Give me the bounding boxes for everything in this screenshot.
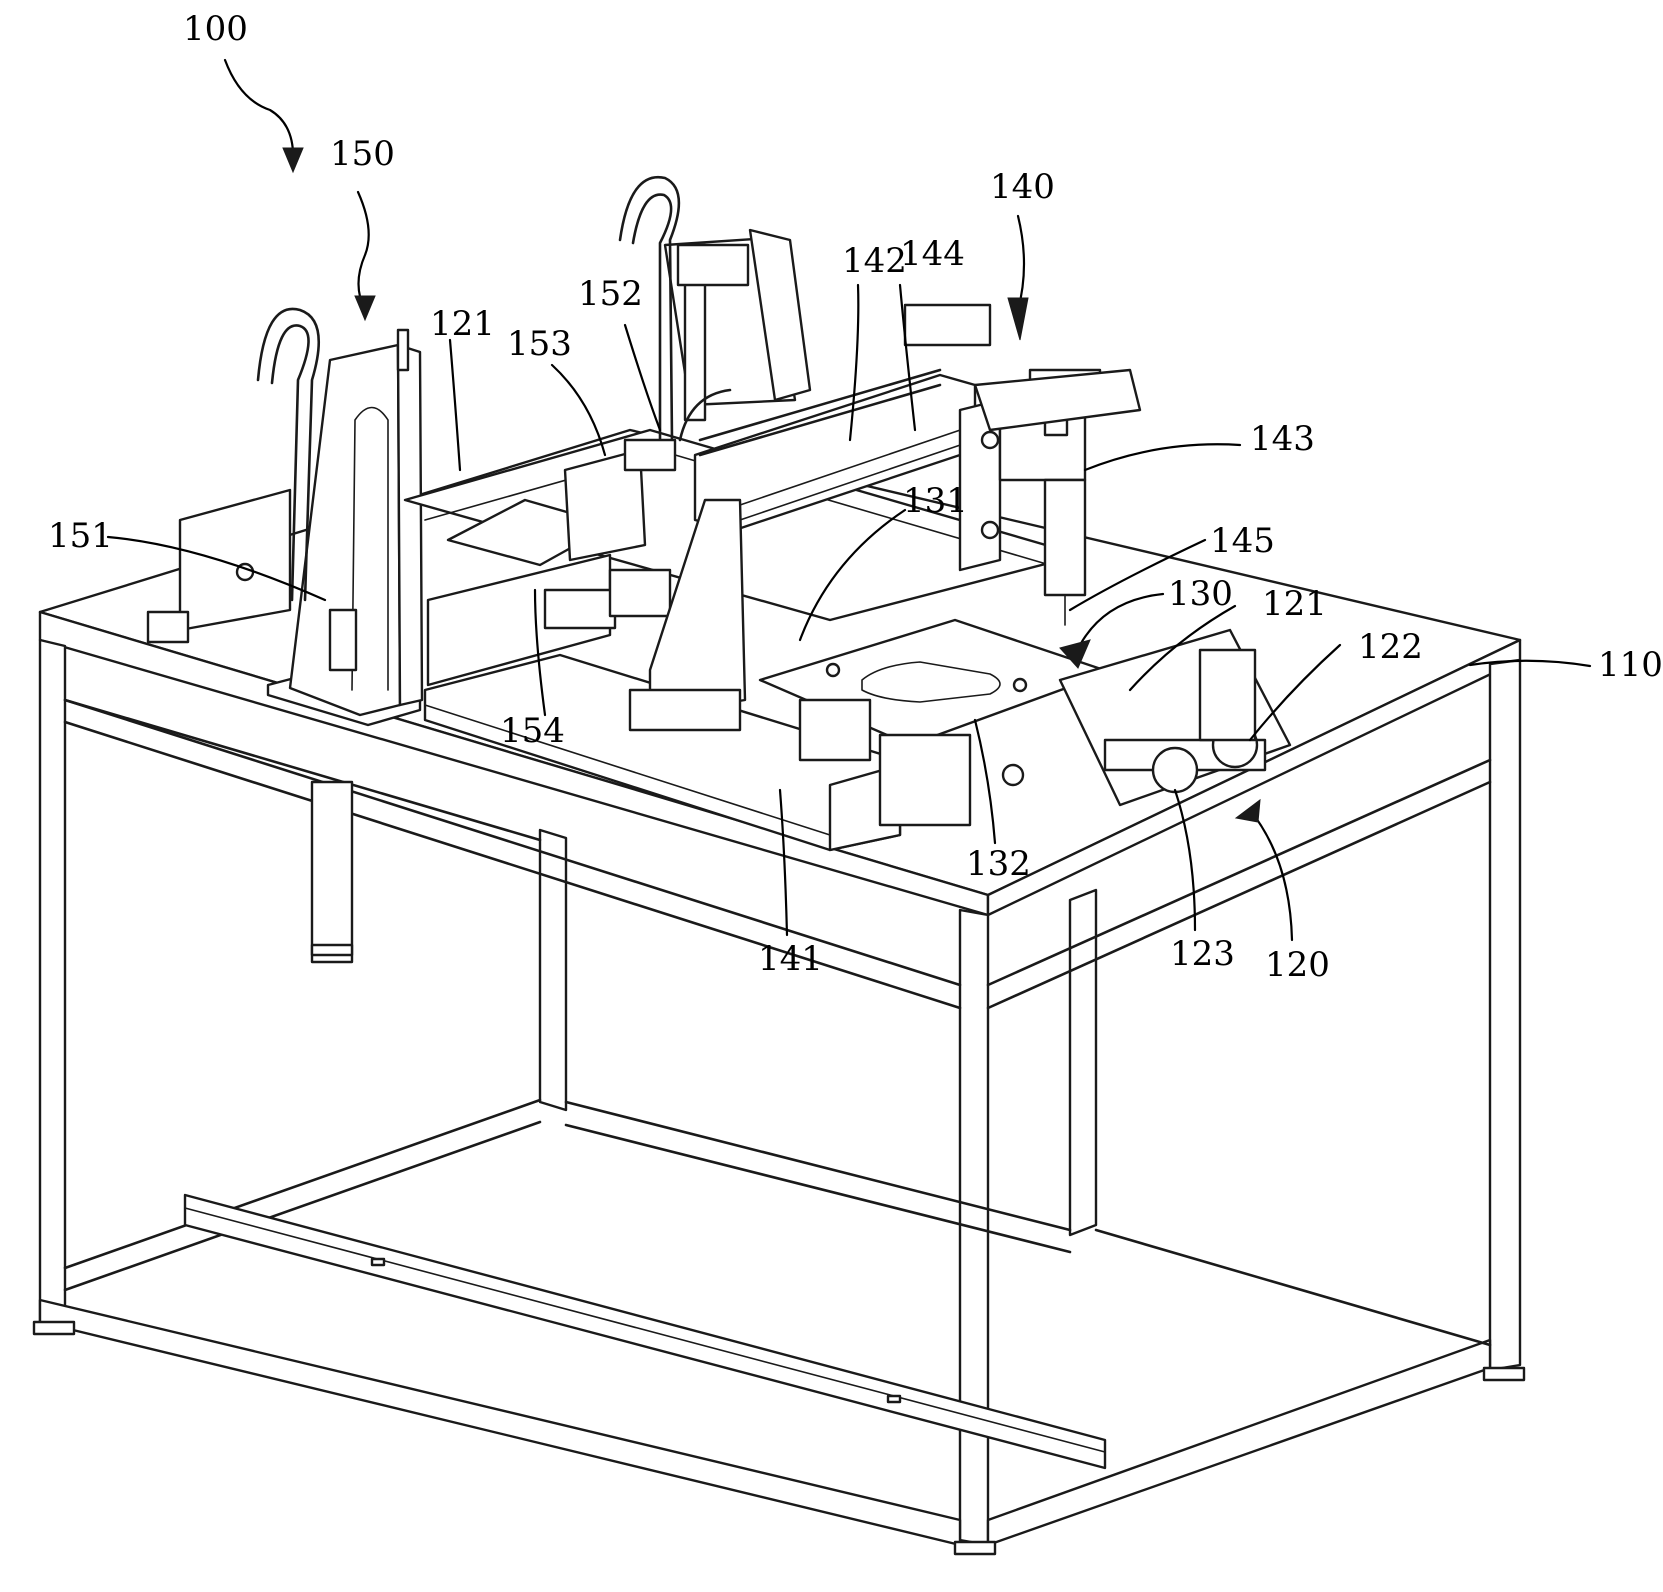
tower-side [396, 343, 424, 707]
upper-rail-front-inner [63, 720, 962, 1010]
carriage-screw-2 [980, 520, 1000, 540]
leg-front-right [1488, 658, 1522, 1372]
label-151: 151 [48, 516, 113, 556]
label-131: 131 [903, 481, 968, 521]
label-110: 110 [1598, 645, 1663, 685]
bottom-rail-right-back [1094, 1228, 1492, 1347]
under-cylinder [310, 780, 354, 964]
under-cylinder-cap [310, 943, 354, 957]
label-143: 143 [1250, 419, 1315, 459]
box-154 [426, 553, 612, 687]
labels: 100 150 140 142 144 152 121 153 143 151 … [48, 9, 1663, 985]
upper-rail-right [986, 758, 1492, 987]
platform-slot [861, 661, 1001, 703]
cable-chain-top-2 [631, 193, 673, 442]
label-150: 150 [330, 134, 395, 174]
tower-slot [351, 406, 389, 691]
platform-hole-2 [1012, 677, 1028, 693]
cable-chain-top [618, 175, 681, 442]
foot-left [32, 1320, 76, 1336]
bottom-angle-bar [183, 1193, 1107, 1470]
platform-hole-1 [825, 662, 841, 678]
block-153-cap [623, 438, 677, 472]
tower-sensor [328, 608, 358, 672]
coupling-1 [543, 588, 617, 630]
bottom-angle-bar-edge [184, 1207, 1106, 1453]
label-100: 100 [183, 9, 248, 49]
upper-rail-left-side [63, 698, 542, 842]
block-120 [1198, 648, 1257, 742]
label-152: 152 [578, 274, 643, 314]
beam-rail-144 [739, 439, 976, 521]
label-120: 120 [1265, 945, 1330, 985]
cable-chain-beam-2 [698, 383, 942, 457]
mid-roller [1001, 763, 1025, 787]
cable-chain-curl [678, 388, 732, 442]
label-121-top: 121 [430, 304, 495, 344]
left-side-plate [146, 488, 292, 644]
rail-141-edge [424, 704, 831, 836]
label-153: 153 [507, 324, 572, 364]
foot-center [953, 1540, 997, 1556]
beam-rail-144b [739, 424, 976, 506]
bearing-block [878, 733, 972, 827]
bracket-mid [798, 698, 872, 762]
bottom-rail-back-left-inner [63, 1120, 542, 1292]
cable-chain-left [256, 307, 321, 602]
leg-back-right [1068, 888, 1098, 1237]
coupling-2 [608, 568, 672, 618]
gantry-140 [563, 175, 1142, 732]
bottom-rail-back [564, 1100, 1072, 1232]
tool-145 [1043, 478, 1087, 597]
tower-rod [396, 328, 410, 372]
left-small-block [146, 610, 190, 644]
bottom-rail-back-left [63, 1098, 542, 1270]
leg-front-left [38, 638, 67, 1332]
slot-left [370, 1257, 386, 1267]
label-130: 130 [1168, 574, 1233, 614]
rear-upright [748, 228, 812, 402]
left-plate [178, 488, 292, 632]
right-rail-140 [973, 368, 1142, 432]
label-122: 122 [1358, 627, 1423, 667]
upper-rail-front [63, 698, 962, 987]
gantry-foot [628, 688, 742, 732]
bottom-rail-back-inner [564, 1123, 1072, 1254]
label-145: 145 [1210, 521, 1275, 561]
cable-chain-beam [698, 368, 942, 442]
bottom-rail-front [38, 1298, 962, 1547]
leaders [106, 58, 1592, 942]
rear-bracket [903, 303, 992, 347]
label-141: 141 [758, 939, 823, 979]
slot-right [886, 1394, 902, 1404]
block-153 [563, 448, 647, 562]
label-154: 154 [500, 711, 565, 751]
pulley-123 [1151, 746, 1199, 794]
label-123: 123 [1170, 934, 1235, 974]
label-144: 144 [900, 234, 965, 274]
foot-right [1482, 1366, 1526, 1382]
tower-150 [256, 307, 424, 727]
label-140: 140 [990, 167, 1055, 207]
upper-rail-right-inner [986, 780, 1492, 1010]
cable-chain-left-outer [270, 324, 310, 602]
leg-back-left [538, 828, 568, 1112]
column-152-head [676, 243, 750, 287]
label-142: 142 [842, 241, 907, 281]
label-121-right: 121 [1262, 584, 1327, 624]
label-132: 132 [966, 844, 1031, 884]
carriage-screw-1 [980, 430, 1000, 450]
